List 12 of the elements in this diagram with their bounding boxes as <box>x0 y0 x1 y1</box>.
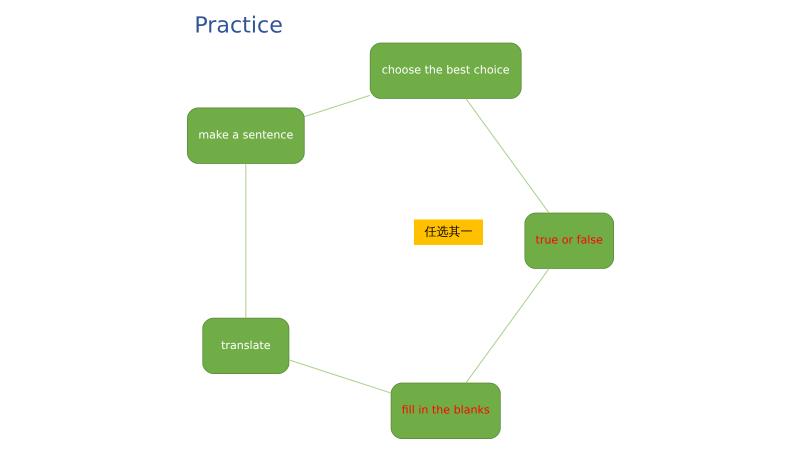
node-box: choose the best choice <box>369 42 522 99</box>
node-box: 任选其一 <box>413 219 483 246</box>
node-box: translate <box>202 318 289 374</box>
diagram-title: Practice <box>194 12 282 39</box>
node-box: fill in the blanks <box>390 382 500 439</box>
node-box: make a sentence <box>186 108 304 164</box>
connector <box>465 268 549 384</box>
connector <box>465 98 549 214</box>
connector <box>288 359 391 394</box>
node-box: true or false <box>524 212 614 269</box>
connector <box>304 94 370 118</box>
connector <box>244 164 246 318</box>
